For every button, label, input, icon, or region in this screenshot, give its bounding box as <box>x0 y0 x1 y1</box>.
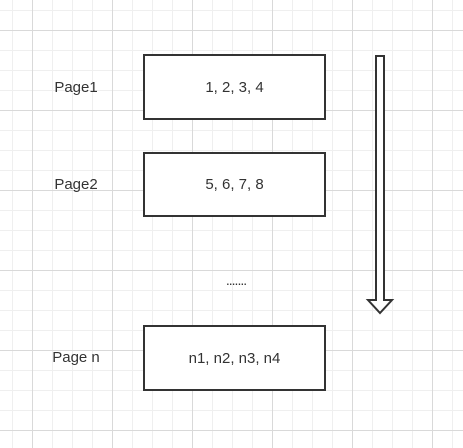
page-label-1: Page1 <box>54 79 98 96</box>
page-box-n: n1, n2, n3, n4 <box>143 325 326 391</box>
ellipsis-text: ....... <box>225 272 247 288</box>
page-label-n: Page n <box>52 349 100 366</box>
page-label-2: Page2 <box>54 176 98 193</box>
page-box-2: 5, 6, 7, 8 <box>143 152 326 217</box>
page-box-1: 1, 2, 3, 4 <box>143 54 326 120</box>
down-arrow-shape <box>365 55 395 315</box>
down-arrow-icon <box>365 55 395 315</box>
